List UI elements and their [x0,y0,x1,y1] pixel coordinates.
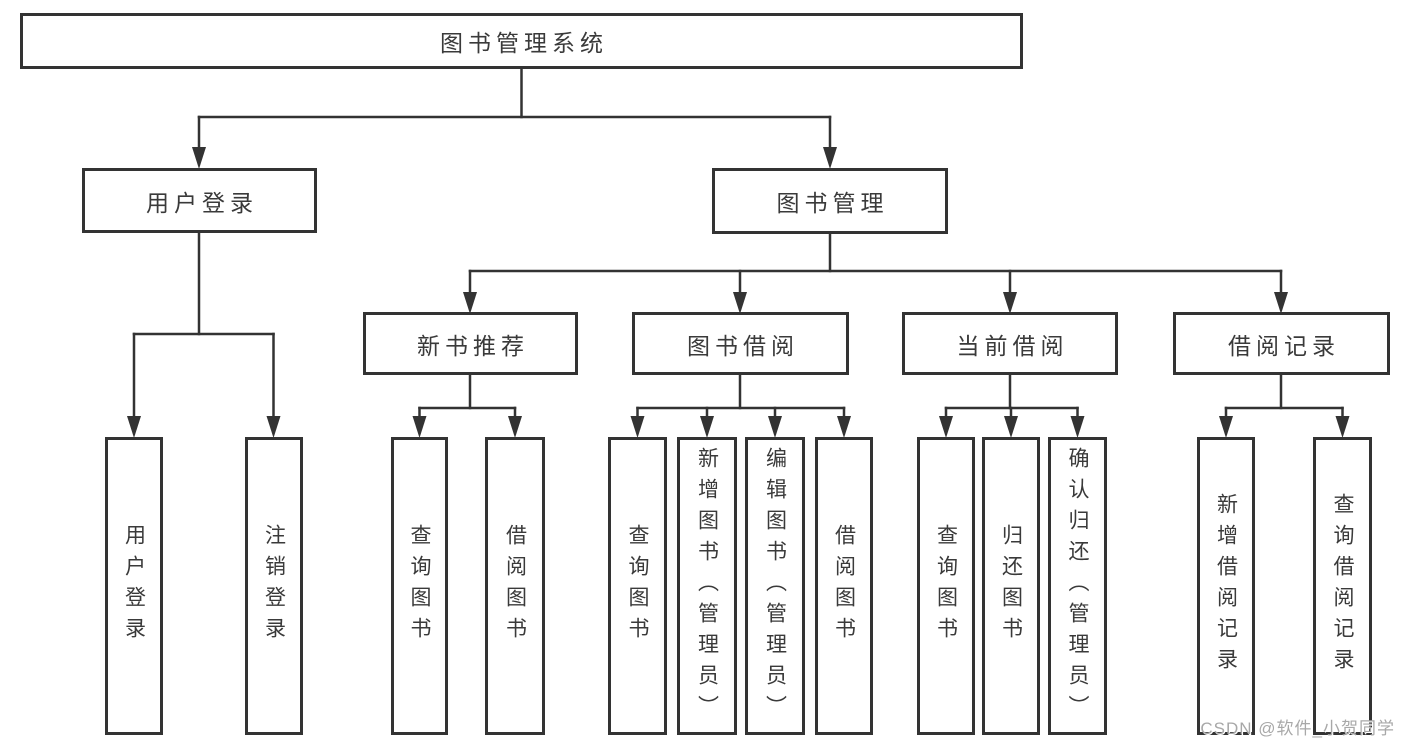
leaf-label: 查询图书 [408,524,431,648]
leaf-logout-login: 注销登录 [245,437,303,735]
leaf-query-books-borrowing: 查询图书 [608,437,667,735]
node-label: 图书管理 [776,190,889,216]
node-label: 用户登录 [146,189,258,216]
node-label: 新书推荐 [417,332,529,359]
node-label: 图书管理系统 [440,30,608,56]
leaf-label: 用户登录 [122,524,146,648]
node-label: 当前借阅 [956,332,1069,359]
node-label: 图书借阅 [687,332,799,359]
leaf-return-books: 归还图书 [982,437,1040,735]
leaf-add-books-admin: 新增图书（管理员） [677,437,737,735]
leaf-label: 新增图书（管理员） [695,446,719,726]
node-book-borrowing: 图书借阅 [632,312,849,375]
node-user-login: 用户登录 [82,168,317,233]
leaf-label: 查询借阅记录 [1331,493,1354,679]
leaf-label: 注销登录 [262,524,286,648]
leaf-edit-books-admin: 编辑图书（管理员） [745,437,805,735]
node-borrowing-records: 借阅记录 [1173,312,1390,375]
leaf-label: 确认归还（管理员） [1066,446,1089,726]
node-book-management: 图书管理 [712,168,948,234]
leaf-borrow-books-recommend: 借阅图书 [485,437,545,735]
leaf-user-login: 用户登录 [105,437,163,735]
leaf-add-borrow-record: 新增借阅记录 [1197,437,1255,735]
node-library-system: 图书管理系统 [20,13,1023,69]
leaf-query-borrow-record: 查询借阅记录 [1313,437,1372,735]
leaf-label: 归还图书 [999,524,1023,648]
node-new-book-recommendation: 新书推荐 [363,312,578,375]
leaf-query-books-current: 查询图书 [917,437,975,735]
leaf-label: 查询图书 [934,524,958,648]
node-label: 借阅记录 [1228,332,1340,359]
node-current-borrowing: 当前借阅 [902,312,1118,375]
watermark: CSDN @软件_小贺同学 [1200,719,1395,738]
leaf-borrow-books-borrowing: 借阅图书 [815,437,873,735]
leaf-label: 查询图书 [626,524,649,648]
arrowheads [127,147,1350,438]
leaf-label: 借阅图书 [503,524,527,648]
leaf-confirm-return-admin: 确认归还（管理员） [1048,437,1107,735]
leaf-label: 编辑图书（管理员） [763,446,787,726]
leaf-label: 借阅图书 [832,524,856,648]
leaf-label: 新增借阅记录 [1214,493,1238,679]
leaf-query-books-recommend: 查询图书 [391,437,448,735]
